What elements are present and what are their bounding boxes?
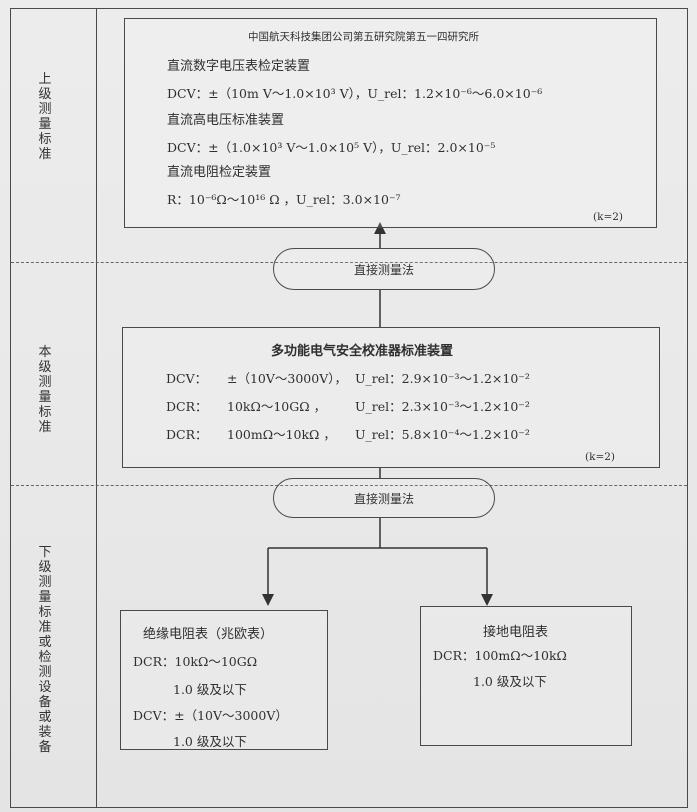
label-lower-standard: 下级测量标准或检测设备或装备	[38, 545, 52, 755]
ground-line2: 1.0 级及以下	[473, 674, 547, 689]
item1-title: 直流数字电压表检定装置	[167, 59, 311, 74]
line1-range: ±（10V～3000V），	[227, 371, 347, 386]
ground-line1: DCR：100mΩ～10kΩ	[433, 648, 567, 663]
method-1-label: 直接测量法	[353, 262, 414, 277]
ground-tester-box: 接地电阻表 DCR：100mΩ～10kΩ 1.0 级及以下	[420, 606, 632, 746]
ground-title: 接地电阻表	[483, 625, 549, 640]
method-2-label: 直接测量法	[353, 491, 414, 506]
label-upper-standard: 上级测量标准	[38, 72, 52, 162]
section-divider-1	[11, 262, 687, 263]
current-coverage-factor: (k=2)	[585, 451, 616, 463]
current-standard-box: 多功能电气安全校准器标准装置 DCV： ±（10V～3000V）， U_rel：…	[122, 327, 660, 468]
item1-line: DCV：±（10m V～1.0×10³ V），U_rel：1.2×10⁻⁶～6.…	[167, 86, 543, 101]
line2-label: DCR：	[166, 399, 208, 414]
institution-name: 中国航天科技集团公司第五研究院第五一四研究所	[248, 31, 479, 43]
item3-line: R：10⁻⁶Ω～10¹⁶ Ω ，U_rel：3.0×10⁻⁷	[167, 192, 401, 207]
line1-uncertainty: U_rel：2.9×10⁻³～1.2×10⁻²	[355, 371, 530, 386]
insulation-line1: DCR：10kΩ～10GΩ	[133, 654, 258, 669]
item2-line: DCV：±（1.0×10³ V～1.0×10⁵ V），U_rel：2.0×10⁻…	[167, 140, 496, 155]
item2-title: 直流高电压标准装置	[167, 113, 285, 128]
diagram-frame	[10, 8, 688, 808]
method-pill-1: 直接测量法	[273, 248, 495, 290]
label-current-standard: 本级测量标准	[38, 345, 52, 435]
insulation-line3: DCV：±（10V～3000V）	[133, 708, 288, 723]
line2-range: 10kΩ～10GΩ ，	[227, 399, 327, 414]
item3-title: 直流电阻检定装置	[167, 165, 272, 180]
line3-range: 100mΩ～10kΩ ，	[227, 427, 336, 442]
line1-label: DCV：	[166, 371, 208, 386]
section-divider-2	[11, 485, 687, 486]
line2-uncertainty: U_rel：2.3×10⁻³～1.2×10⁻²	[355, 399, 530, 414]
insulation-tester-box: 绝缘电阻表（兆欧表） DCR：10kΩ～10GΩ 1.0 级及以下 DCV：±（…	[120, 610, 328, 750]
upper-standard-box: 中国航天科技集团公司第五研究院第五一四研究所 直流数字电压表检定装置 DCV：±…	[124, 18, 657, 228]
insulation-line4: 1.0 级及以下	[173, 734, 247, 749]
insulation-line2: 1.0 级及以下	[173, 682, 247, 697]
coverage-factor: (k=2)	[593, 211, 624, 223]
method-pill-2: 直接测量法	[273, 478, 495, 518]
line3-uncertainty: U_rel：5.8×10⁻⁴～1.2×10⁻²	[355, 427, 530, 442]
current-title: 多功能电气安全校准器标准装置	[271, 344, 454, 359]
insulation-title: 绝缘电阻表（兆欧表）	[143, 627, 274, 642]
line3-label: DCR：	[166, 427, 208, 442]
label-column-divider	[96, 8, 97, 808]
